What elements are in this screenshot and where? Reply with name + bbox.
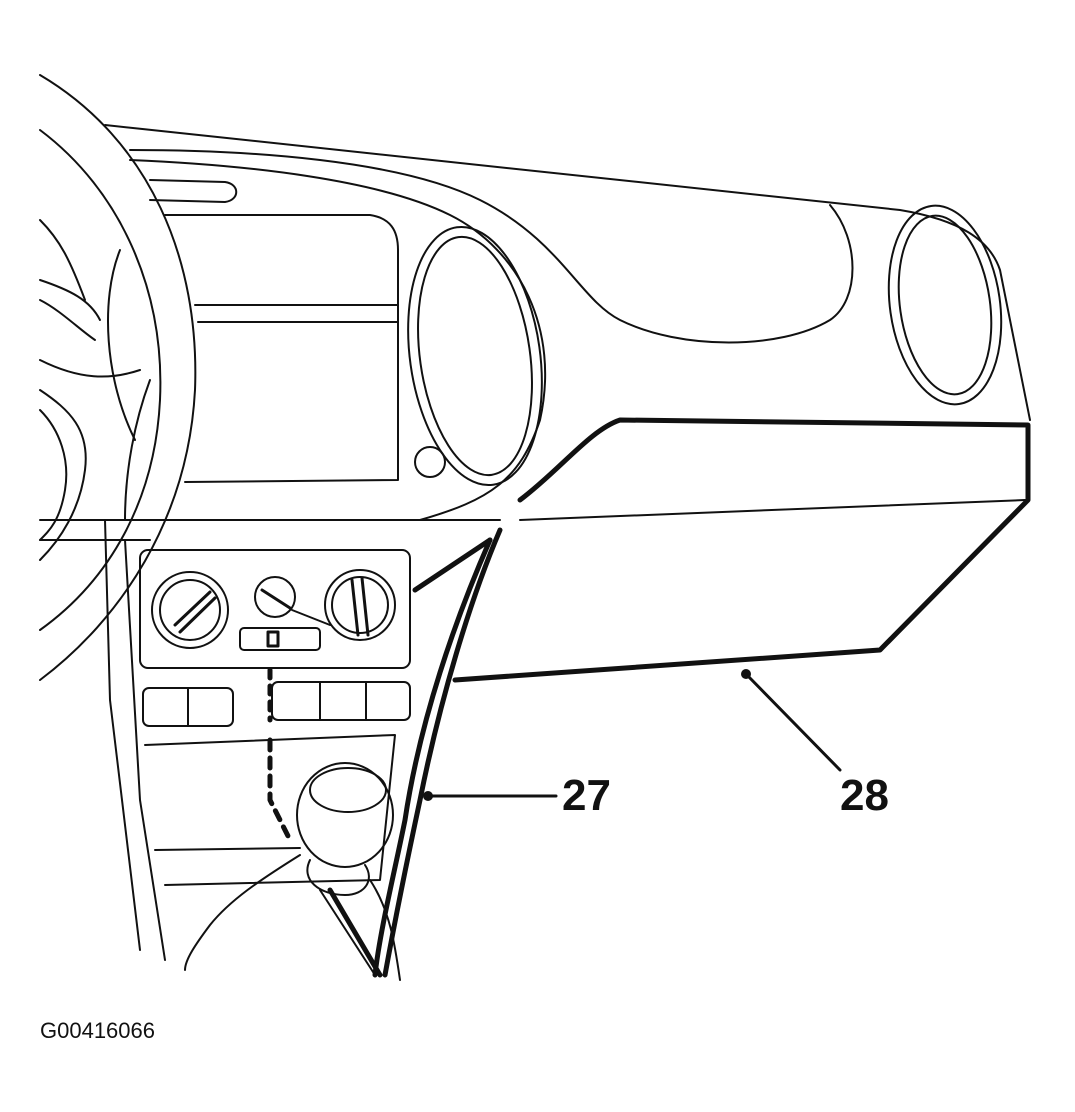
gear-shifter [184, 762, 401, 981]
center-console [104, 519, 411, 961]
steering-wheel [39, 74, 197, 681]
callout-28-leader [741, 669, 842, 772]
dashboard-upper [39, 124, 1031, 541]
callout-27-leader [423, 791, 558, 801]
callout-label-28: 28 [840, 771, 889, 820]
callout-label-27: 27 [562, 771, 611, 820]
center-trim-panel [372, 527, 503, 978]
glove-box [412, 417, 1031, 683]
figure-id: G00416066 [40, 1018, 155, 1043]
